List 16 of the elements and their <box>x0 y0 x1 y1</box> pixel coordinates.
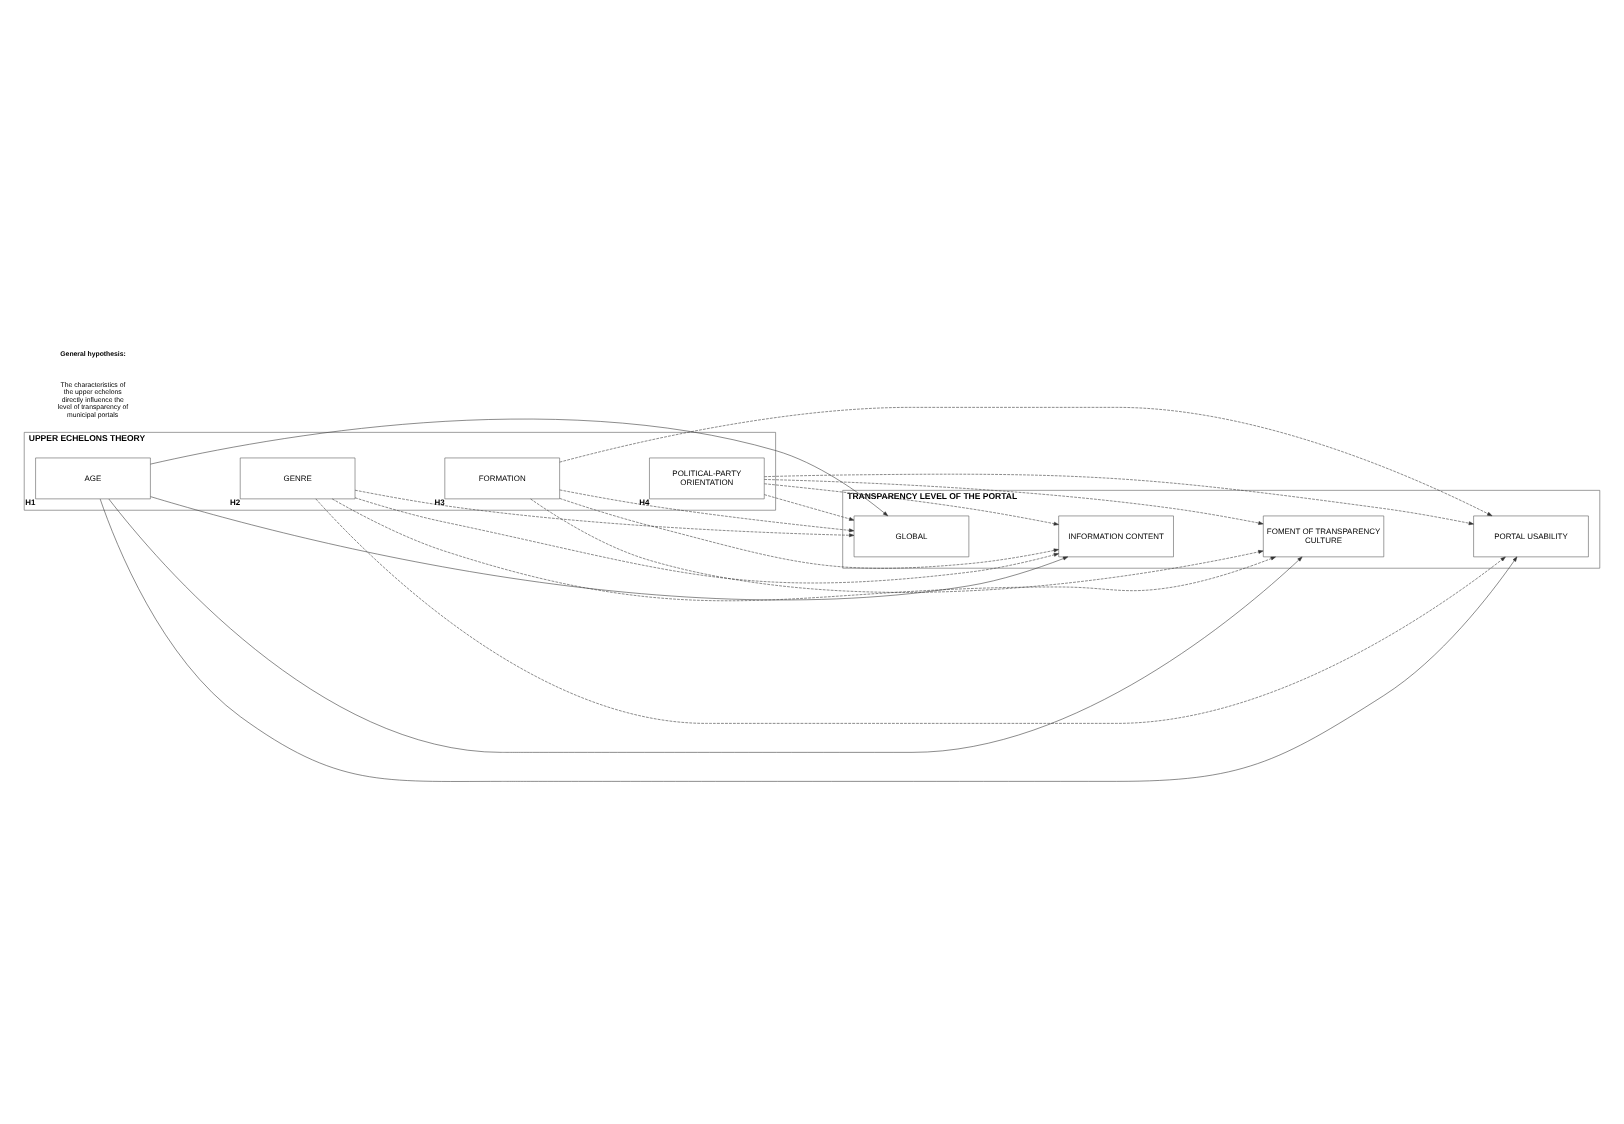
arrow <box>354 496 1059 583</box>
arrow <box>559 497 1059 568</box>
arrow <box>331 497 1276 600</box>
arrow <box>530 497 1264 592</box>
arrow <box>150 417 889 516</box>
arrow <box>764 472 1474 525</box>
arrow <box>108 497 1303 752</box>
arrow <box>559 488 855 532</box>
arrow <box>559 406 1493 516</box>
arrow <box>315 497 1506 723</box>
arrow <box>764 493 855 520</box>
arrow <box>150 495 1069 599</box>
arrow <box>764 482 1059 525</box>
arrow <box>99 497 1518 781</box>
arrow <box>764 478 1264 524</box>
arrow <box>354 488 855 537</box>
